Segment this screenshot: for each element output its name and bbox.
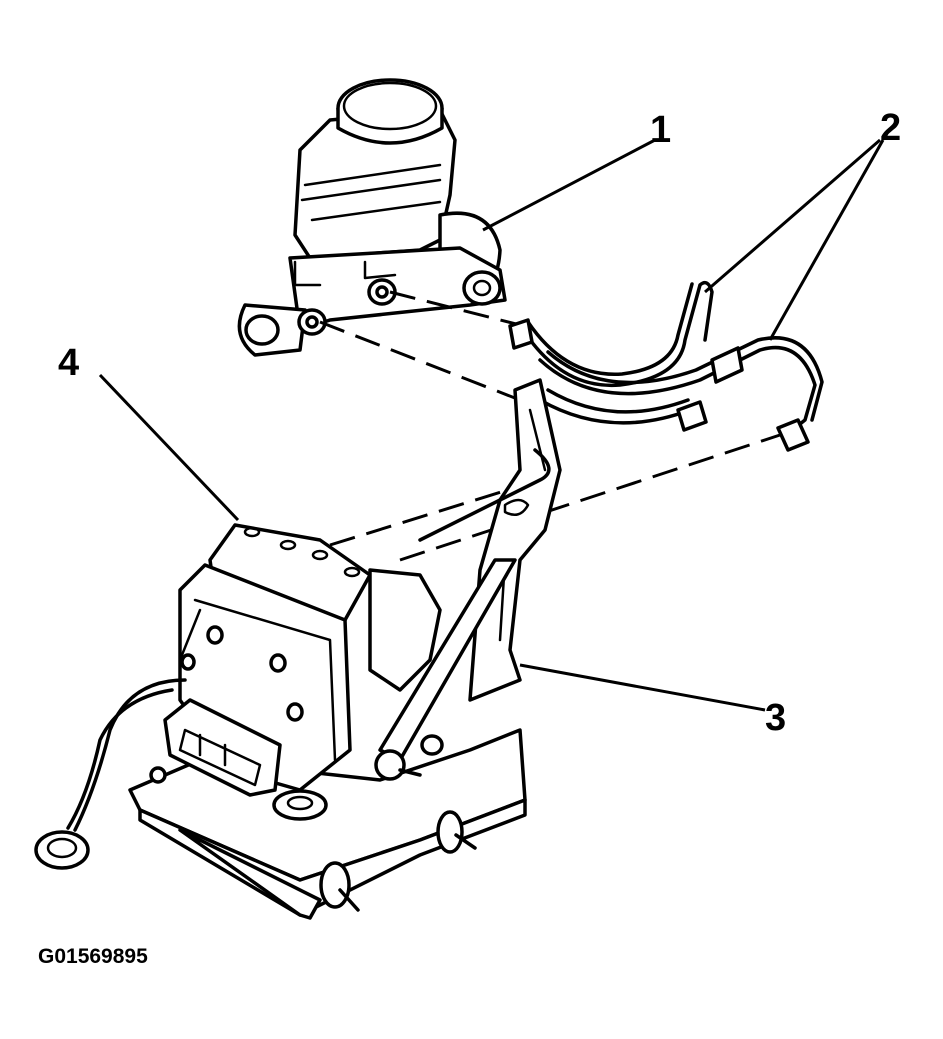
brake-pipes — [508, 280, 824, 452]
master-cylinder — [237, 78, 507, 357]
callout-1-label: 1 — [650, 109, 671, 151]
callout-2-label: 2 — [880, 107, 901, 149]
callout-3-label: 3 — [765, 697, 786, 739]
callout-leaders — [98, 138, 885, 712]
abs-modulator — [34, 523, 444, 870]
figure-id-label: G01569895 — [38, 945, 148, 968]
assembly-guide-lines — [319, 290, 781, 562]
callout-4-label: 4 — [58, 342, 79, 384]
